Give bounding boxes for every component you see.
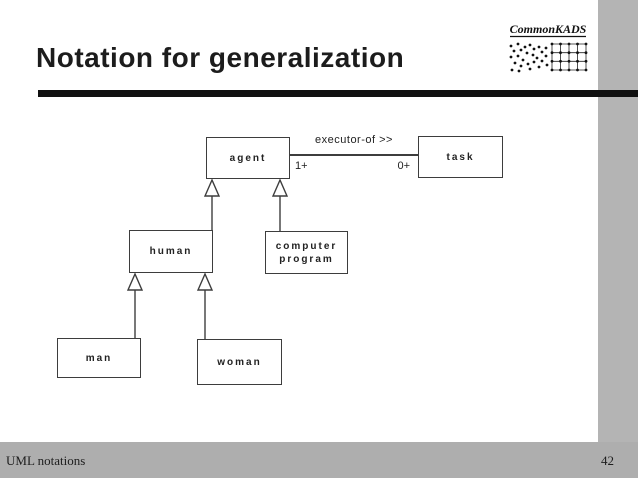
node-man-label: man — [85, 352, 113, 364]
node-task: task — [418, 136, 503, 178]
generalization-arrowhead-icon — [126, 272, 144, 291]
association-label: executor-of >> — [315, 134, 393, 146]
association-line — [290, 154, 418, 156]
node-agent: agent — [206, 137, 290, 179]
node-task-label: task — [446, 151, 475, 163]
node-woman: woman — [197, 339, 282, 385]
page-number: 42 — [601, 453, 614, 468]
title-rule — [38, 90, 638, 97]
multiplicity-task-end: 0+ — [397, 160, 410, 172]
page-title: Notation for generalization — [36, 42, 405, 73]
node-woman-label: woman — [217, 356, 262, 368]
logo-grid-dots — [550, 42, 588, 72]
node-man: man — [57, 338, 141, 378]
logo-text: CommonKADS — [510, 22, 587, 36]
multiplicity-agent-end: 1+ — [295, 160, 308, 172]
node-computer-program-label: computer program — [275, 240, 338, 265]
node-human: human — [129, 230, 213, 273]
commonkads-logo: CommonKADS — [506, 20, 590, 81]
right-gray-band — [598, 0, 638, 478]
logo-scatter-dots — [509, 42, 549, 73]
generalization-arrowhead-icon — [203, 178, 221, 197]
footer: UML notations 42 — [0, 442, 638, 478]
node-human-label: human — [149, 246, 193, 257]
generalization-arrowhead-icon — [271, 178, 289, 197]
logo-grid — [551, 43, 587, 71]
node-agent-label: agent — [229, 152, 267, 164]
footer-left-text: UML notations — [6, 453, 86, 468]
node-computer-program: computer program — [265, 231, 348, 274]
generalization-arrowhead-icon — [196, 272, 214, 291]
commonkads-logo-icon: CommonKADS — [509, 22, 588, 73]
